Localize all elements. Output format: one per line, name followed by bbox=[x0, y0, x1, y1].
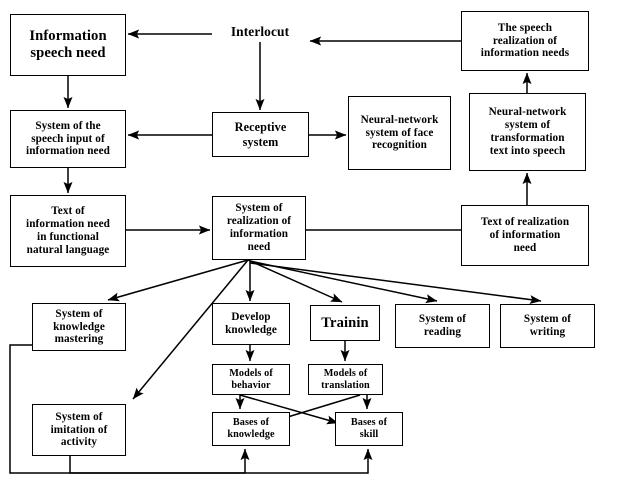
node-label: Interlocut bbox=[230, 24, 290, 40]
node-label: Information speech need bbox=[29, 28, 107, 61]
node-label: Models of behavior bbox=[229, 367, 273, 391]
node-label: System of knowledge mastering bbox=[53, 307, 105, 346]
node-system-of-imitation[interactable]: System of imitation of activity bbox=[32, 404, 126, 456]
node-interlocut[interactable]: Interlocut bbox=[212, 22, 308, 42]
node-text-of-information-need[interactable]: Text of information need in functional n… bbox=[10, 195, 126, 267]
node-label: The speech realization of information ne… bbox=[480, 21, 570, 60]
node-develop-knowledge[interactable]: Develop knowledge bbox=[212, 303, 290, 345]
node-label: Bases of skill bbox=[350, 417, 388, 440]
node-label: System of writing bbox=[523, 313, 572, 338]
node-label: Text of realization of information need bbox=[480, 216, 570, 254]
node-system-of-reading[interactable]: System of reading bbox=[395, 304, 490, 348]
node-label: Neural-network system of face recognitio… bbox=[360, 113, 439, 152]
node-label: Bases of knowledge bbox=[227, 417, 275, 440]
node-models-of-translation[interactable]: Models of translation bbox=[308, 364, 383, 395]
edge-realization-to-trainin bbox=[247, 259, 343, 303]
node-speech-realization-of-needs[interactable]: The speech realization of information ne… bbox=[461, 11, 589, 71]
node-label: Neural-network system of transformation … bbox=[488, 106, 567, 157]
node-models-of-behavior[interactable]: Models of behavior bbox=[212, 364, 290, 395]
node-label: Develop knowledge bbox=[225, 311, 277, 336]
node-system-of-realization[interactable]: System of realization of information nee… bbox=[212, 196, 306, 260]
node-system-of-knowledge-mastering[interactable]: System of knowledge mastering bbox=[32, 303, 126, 351]
edge-realization-to-reading bbox=[249, 260, 438, 304]
node-text-of-realization[interactable]: Text of realization of information need bbox=[461, 205, 589, 266]
node-label: Models of translation bbox=[321, 367, 370, 391]
edge-realization-to-writing bbox=[249, 262, 542, 305]
node-label: Trainin bbox=[321, 314, 369, 331]
node-label: System of the speech input of informatio… bbox=[26, 119, 110, 158]
node-neural-network-text-to-speech[interactable]: Neural-network system of transformation … bbox=[469, 93, 586, 171]
node-label: System of imitation of activity bbox=[50, 410, 108, 449]
node-bases-of-knowledge[interactable]: Bases of knowledge bbox=[212, 412, 290, 446]
node-receptive-system[interactable]: Receptive system bbox=[212, 112, 309, 157]
node-label: System of realization of information nee… bbox=[226, 202, 292, 253]
node-bases-of-skill[interactable]: Bases of skill bbox=[335, 412, 403, 446]
edge-realization-to-knowledge-mastering bbox=[107, 259, 249, 302]
node-label: System of reading bbox=[418, 313, 467, 338]
node-neural-network-face[interactable]: Neural-network system of face recognitio… bbox=[348, 96, 451, 170]
node-system-of-writing[interactable]: System of writing bbox=[500, 304, 595, 348]
node-system-of-speech-input[interactable]: System of the speech input of informatio… bbox=[10, 110, 126, 168]
node-trainin[interactable]: Trainin bbox=[310, 305, 380, 341]
node-information-speech-need[interactable]: Information speech need bbox=[10, 14, 126, 76]
node-label: Text of information need in functional n… bbox=[26, 205, 110, 256]
node-label: Receptive system bbox=[234, 120, 287, 149]
